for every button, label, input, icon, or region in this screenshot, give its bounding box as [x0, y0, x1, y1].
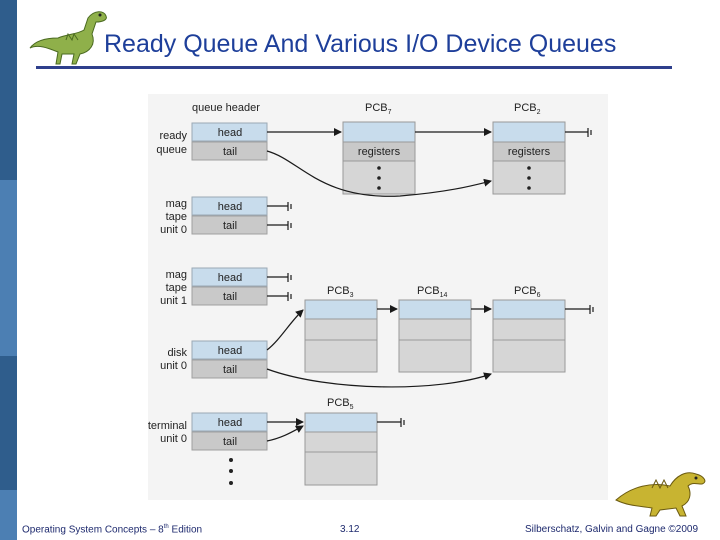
ready-queue-head-label: head: [218, 127, 242, 139]
queue-label-terminal-line2: unit 0: [160, 433, 187, 445]
pcb5-label: PCB5: [327, 397, 354, 411]
pcb2-label: PCB2: [514, 102, 541, 116]
pcb7-registers-label: registers: [358, 146, 401, 158]
queue-label-tape1-line1: mag: [166, 269, 187, 281]
footer-slide-number: 3.12: [340, 524, 360, 535]
pcb7-registers-cell: [342, 141, 416, 162]
footer-edition-sup: th: [163, 524, 169, 530]
footer-book-title-text: Operating System Concepts – 8: [22, 524, 164, 536]
dinosaur-logo-icon: [29, 11, 107, 65]
footer-book-title: Operating System Concepts – 8th Edition: [22, 524, 202, 535]
pcb7-dot: [377, 186, 381, 190]
pcb2-dot: [527, 186, 531, 190]
queue-label-disk-line2: unit 0: [160, 360, 187, 372]
queue-label-tape0-line2: tape: [166, 211, 187, 223]
tape0-head-label: head: [218, 201, 242, 213]
pcb2-link-cell: [492, 121, 566, 143]
queue-label-tape1-line3: unit 1: [160, 295, 187, 307]
queue-label-ready-line1: ready: [159, 130, 187, 142]
left-accent-segment: [0, 490, 17, 540]
terminal-tail-label: tail: [223, 436, 237, 448]
disk-tail-pointer: [266, 368, 492, 388]
continuation-dot: [229, 458, 233, 462]
queue-label-tape1-line2: tape: [166, 282, 187, 294]
disk-tail-label: tail: [223, 364, 237, 376]
queue-label-disk-line1: disk: [167, 347, 187, 359]
footer-edition-text: Edition: [168, 524, 203, 536]
left-accent-segment: [0, 180, 17, 356]
tape0-tail-label: tail: [223, 220, 237, 232]
queue-label-ready-line2: queue: [156, 144, 187, 156]
pcb3-label: PCB3: [327, 285, 354, 299]
queue-header-label: queue header: [192, 102, 260, 114]
left-accent-bar: [0, 0, 17, 540]
disk-head-label: head: [218, 345, 242, 357]
pcb14-label: PCB14: [417, 285, 448, 299]
queue-label-tape0-line1: mag: [166, 198, 187, 210]
terminal-head-label: head: [218, 417, 242, 429]
disk-head-pointer: [266, 309, 304, 351]
ready-tail-pointer: [266, 150, 492, 197]
pcb2-dot: [527, 166, 531, 170]
continuation-dot: [229, 469, 233, 473]
pcb7-dot: [377, 166, 381, 170]
queue-diagram: queue header ready queue mag tape unit 0…: [148, 94, 608, 500]
continuation-dot: [229, 481, 233, 485]
tape1-tail-label: tail: [223, 291, 237, 303]
pcb3-link-cell: [304, 299, 378, 320]
pcb2-registers-cell: [492, 141, 566, 162]
pcb6-label: PCB6: [514, 285, 541, 299]
queue-label-terminal-line1: terminal: [148, 420, 187, 432]
pcb2-dot: [527, 176, 531, 180]
title-underline: [36, 66, 672, 69]
pcb7-dot: [377, 176, 381, 180]
queue-label-tape0-line3: unit 0: [160, 224, 187, 236]
tape1-head-label: head: [218, 272, 242, 284]
slide-title: Ready Queue And Various I/O Device Queue…: [104, 30, 617, 58]
footer-copyright: Silberschatz, Galvin and Gagne ©2009: [525, 524, 699, 535]
dragon-logo-icon: [615, 472, 706, 517]
ready-queue-tail-label: tail: [223, 146, 237, 158]
pcb6-link-cell: [492, 299, 566, 320]
pcb7-label: PCB7: [365, 102, 392, 116]
null-ground-icon: [287, 128, 594, 427]
pcb5-link-cell: [304, 412, 378, 433]
terminal-tail-pointer: [266, 425, 304, 442]
pcb2-registers-label: registers: [508, 146, 551, 158]
pcb14-link-cell: [398, 299, 472, 320]
pcb7-link-cell: [342, 121, 416, 143]
